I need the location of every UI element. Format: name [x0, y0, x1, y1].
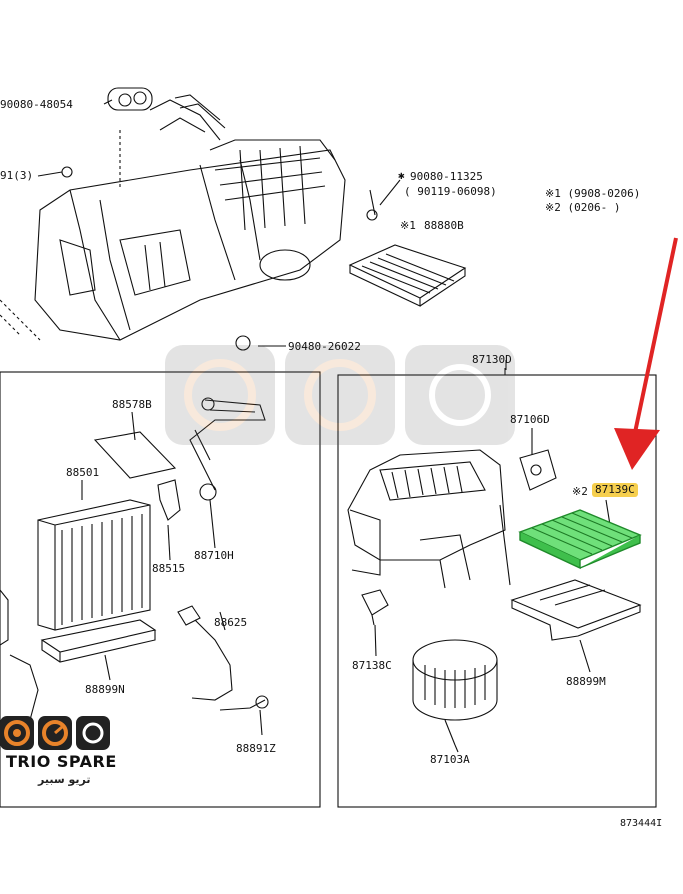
note-1: ※1 (9908-0206)	[545, 187, 641, 200]
label-88625: 88625	[214, 616, 248, 629]
label-88578b: 88578B	[112, 398, 152, 411]
evaporator-drawing	[37, 499, 151, 631]
filter-87139c-drawing	[518, 509, 642, 570]
label-88891z: 88891Z	[236, 742, 276, 755]
blower-motor-drawing	[412, 639, 498, 746]
note-2: ※2 (0206- )	[545, 201, 621, 214]
label-88501: 88501	[66, 466, 100, 479]
trio-spare-logo-icon	[0, 716, 110, 750]
red-arrow-icon	[614, 237, 678, 470]
label-90480-26022: 90480-26022	[288, 340, 361, 353]
label-88515: 88515	[152, 562, 186, 575]
mark-2: ※2	[572, 485, 588, 498]
blower-case-drawing	[347, 449, 511, 589]
label-87138c: 87138C	[352, 659, 392, 672]
brand-name: TRIO SPARE	[6, 752, 117, 771]
label-90080-48054: 90080-48054	[0, 98, 73, 111]
tray-88899m-drawing	[510, 579, 642, 641]
mark-1: ※1	[400, 219, 416, 232]
label-88880b: 88880B	[424, 219, 464, 232]
label-87106d: 87106D	[510, 413, 550, 426]
label-87103a: 87103A	[430, 753, 470, 766]
label-90119-06098: ( 90119-06098)	[404, 185, 497, 198]
blower-group-box	[337, 374, 657, 808]
brand-name-arabic: تريو سبير	[38, 773, 91, 786]
label-87130d: 87130D	[472, 353, 512, 366]
label-88899m: 88899M	[566, 675, 606, 688]
filter-88880b-drawing	[348, 244, 467, 307]
label-88899n: 88899N	[85, 683, 125, 696]
diagram-id: 873444I	[620, 818, 663, 829]
heater-unit-drawing	[34, 87, 378, 351]
evaporator-group-box	[0, 371, 321, 808]
label-87139c: 87139C	[592, 483, 638, 497]
label-91-3: 91(3)	[0, 169, 34, 182]
star-icon: ✱	[398, 169, 405, 182]
label-88710h: 88710H	[194, 549, 234, 562]
watermark-logo	[165, 345, 515, 445]
label-90080-11325: 90080-11325	[410, 170, 483, 183]
